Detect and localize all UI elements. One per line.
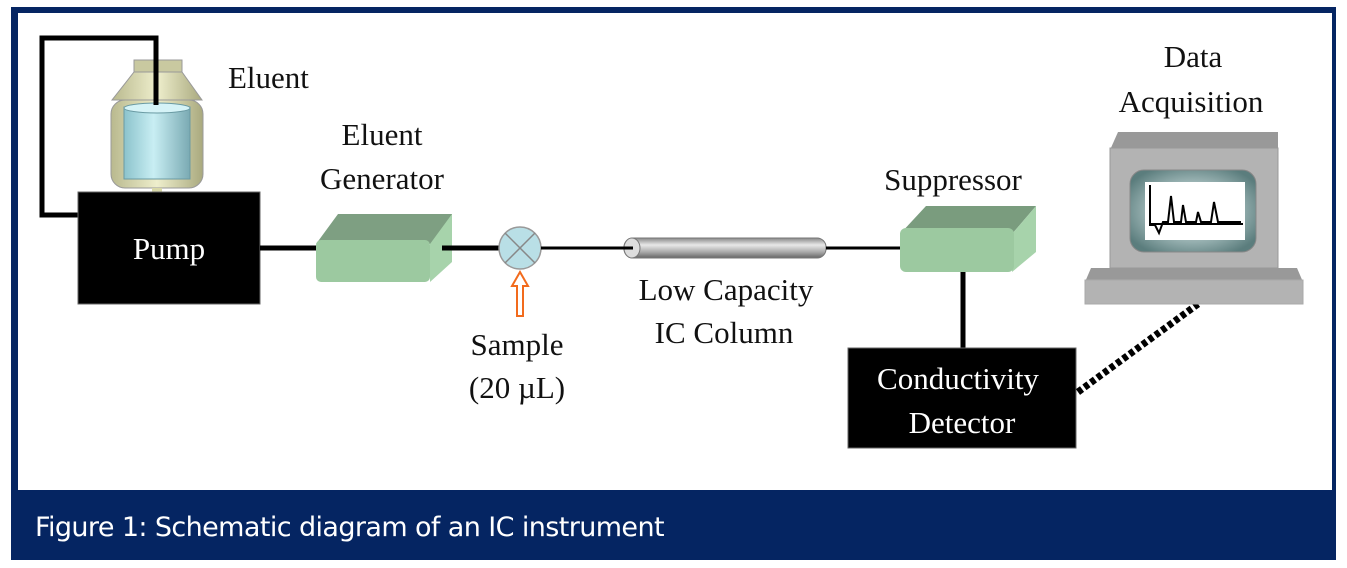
column-label-line2: IC Column	[655, 315, 794, 350]
figure-caption: Figure 1: Schematic diagram of an IC ins…	[35, 512, 665, 543]
column-label-line1: Low Capacity	[639, 272, 814, 307]
pump-label: Pump	[133, 231, 205, 266]
detector-label-line1: Conductivity	[877, 361, 1039, 396]
pump-box: Pump	[77, 191, 261, 305]
injection-valve-icon	[498, 226, 542, 270]
conductivity-detector-box: Conductivity Detector	[847, 347, 1077, 449]
eluent-bottle-icon	[110, 38, 204, 193]
ic-column-icon	[610, 237, 827, 259]
data-acquisition-label-line2: Acquisition	[1119, 84, 1264, 119]
data-cable	[1075, 301, 1201, 395]
suppressor-label: Suppressor	[884, 162, 1022, 197]
data-acquisition-label-line1: Data	[1164, 39, 1223, 74]
eluent-label: Eluent	[228, 60, 309, 95]
eluent-generator-label-line2: Generator	[320, 161, 445, 196]
sample-label-line1: Sample	[471, 327, 564, 362]
eluent-generator-label-line1: Eluent	[342, 117, 423, 152]
sample-arrow-icon	[510, 269, 530, 317]
eluent-generator-box	[316, 214, 452, 282]
data-acquisition-computer-icon	[1084, 132, 1304, 305]
suppressor-box	[900, 206, 1036, 272]
sample-label-line2: (20 µL)	[469, 370, 565, 405]
detector-label-line2: Detector	[909, 405, 1016, 440]
